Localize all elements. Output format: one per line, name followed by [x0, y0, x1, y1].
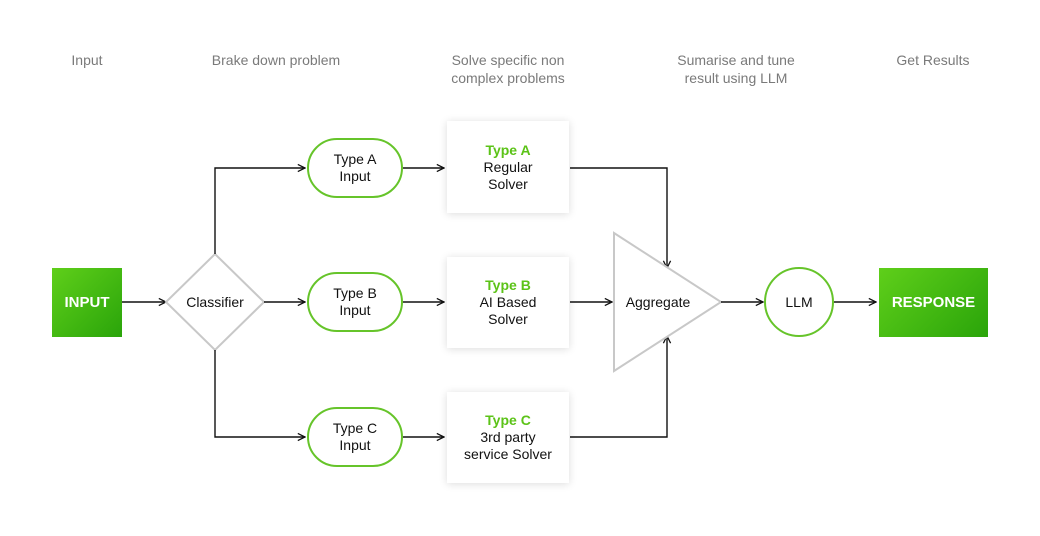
aggregate-triangle — [613, 231, 723, 373]
solver-b-name-line1: AI Based — [479, 294, 537, 310]
solver-a-box: Type A Regular Solver — [447, 121, 569, 213]
type-b-input-line2: Input — [339, 302, 371, 318]
stage-label-solve: Solve specific non complex problems — [451, 52, 565, 86]
stage-label-break-down: Brake down problem — [211, 52, 341, 68]
solver-b-box: Type B AI Based Solver — [447, 257, 569, 348]
type-a-input-line2: Input — [339, 168, 371, 184]
input-label: INPUT — [64, 294, 110, 311]
solver-c-name-line1: 3rd party — [480, 429, 536, 445]
llm-circle — [764, 267, 834, 337]
solver-c-type: Type C — [485, 412, 531, 428]
aggregate-label: Aggregate — [626, 294, 691, 310]
response-block: RESPONSE — [879, 268, 988, 337]
arrow-classifier-type-c — [214, 350, 305, 437]
stage-label-results: Get Results — [896, 52, 970, 68]
llm-label: LLM — [785, 294, 812, 310]
solver-a-name-line1: Regular — [483, 158, 533, 175]
arrow-solver-c-aggregate — [570, 336, 667, 438]
type-c-input-line2: Input — [339, 437, 371, 453]
type-b-input-node: Type B Input — [307, 272, 403, 332]
solver-b-type: Type B — [485, 277, 531, 293]
solver-a-type: Type A — [485, 141, 531, 158]
response-label: RESPONSE — [891, 294, 976, 311]
solver-a-name-line2: Solver — [488, 175, 528, 192]
type-a-input-node: Type A Input — [307, 138, 403, 198]
type-c-input-node: Type C Input — [307, 407, 403, 467]
solver-b-name-line2: Solver — [488, 311, 528, 327]
solver-c-box: Type C 3rd party service Solver — [447, 392, 569, 483]
arrow-classifier-type-a — [214, 168, 305, 254]
type-c-input-line1: Type C — [332, 420, 378, 436]
type-a-input-line1: Type A — [333, 151, 377, 167]
classifier-label: Classifier — [186, 294, 244, 310]
input-block: INPUT — [52, 268, 122, 337]
solver-c-name-line2: service Solver — [464, 446, 552, 462]
arrow-solver-a-aggregate — [570, 167, 667, 268]
type-b-input-line1: Type B — [333, 285, 377, 301]
stage-label-input: Input — [71, 52, 103, 68]
stage-label-summarise: Sumarise and tune result using LLM — [677, 52, 795, 86]
